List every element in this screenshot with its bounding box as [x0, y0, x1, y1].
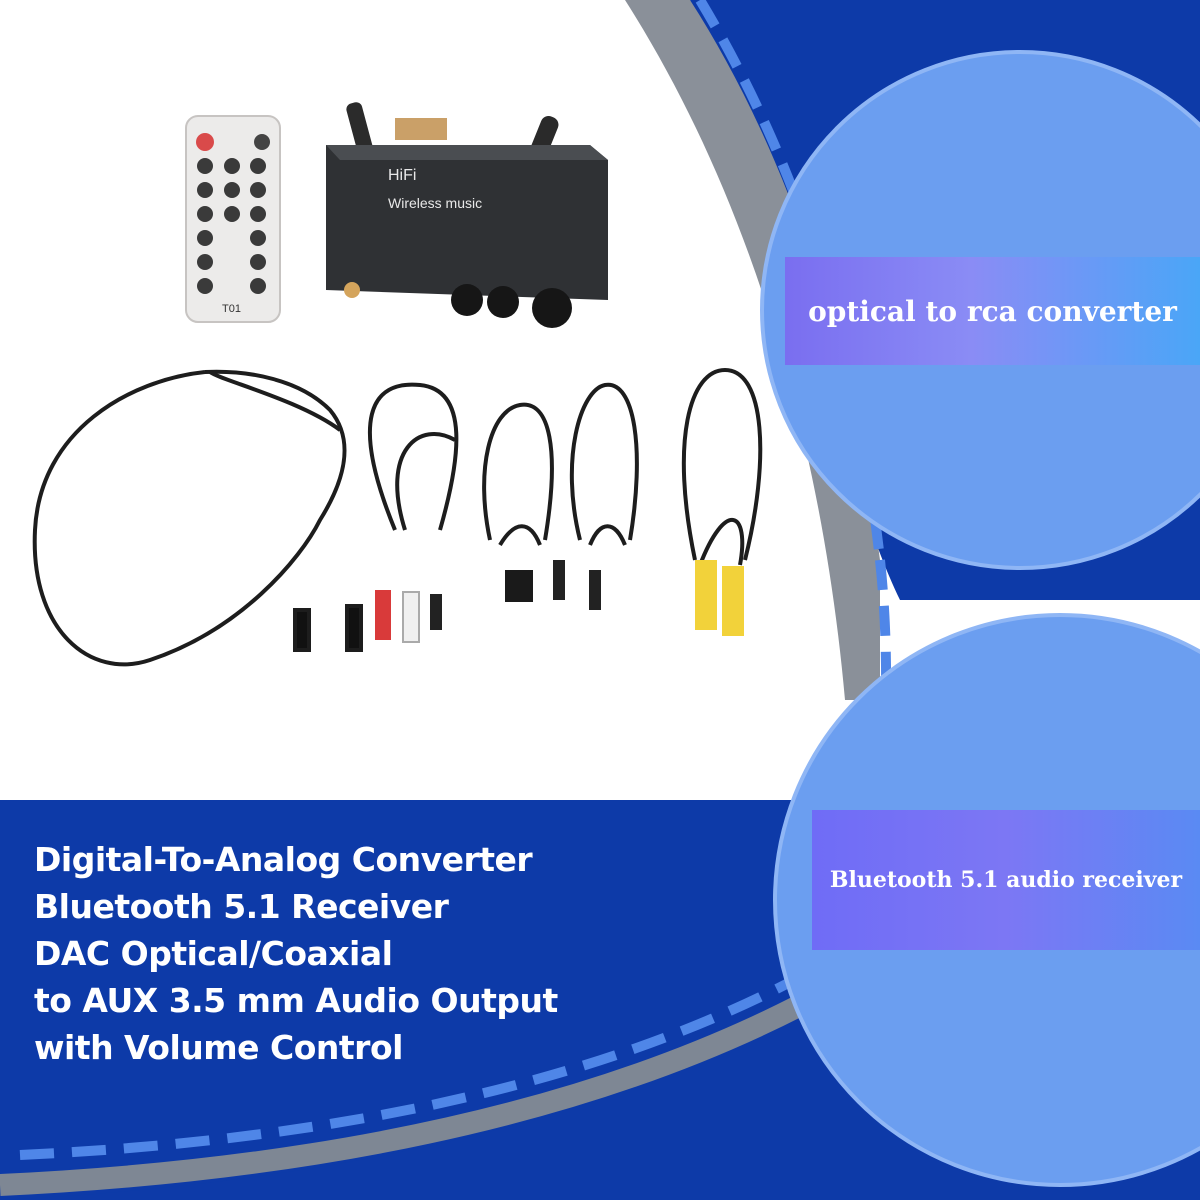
remote-control: T01 — [185, 115, 281, 323]
rca-aux-cable — [367, 382, 459, 643]
headline-line-3: DAC Optical/Coaxial — [34, 934, 393, 973]
callout-top-text: optical to rca converter — [808, 294, 1177, 328]
rca-video-cable — [681, 367, 763, 636]
product-headline: Digital-To-Analog Converter Bluetooth 5.… — [34, 836, 634, 1071]
headline-line-1: Digital-To-Analog Converter — [34, 840, 533, 879]
dac-device: HiFi Wireless music — [326, 102, 608, 328]
optical-cable — [32, 369, 363, 667]
callout-bluetooth-receiver: Bluetooth 5.1 audio receiver — [812, 810, 1200, 950]
dashed-arc-bottom — [19, 925, 883, 1160]
headline-line-5: with Volume Control — [34, 1028, 403, 1067]
gray-arc-bottom — [0, 950, 886, 1196]
usb-cable — [482, 402, 554, 602]
device-brand: HiFi — [388, 167, 416, 184]
callout-bottom-text: Bluetooth 5.1 audio receiver — [829, 867, 1183, 893]
remote-model-label: T01 — [222, 303, 241, 315]
white-curve-bottom — [0, 980, 860, 1200]
headline-line-4: to AUX 3.5 mm Audio Output — [34, 981, 558, 1020]
callout-optical-to-rca: optical to rca converter — [785, 257, 1200, 365]
headline-line-2: Bluetooth 5.1 Receiver — [34, 887, 449, 926]
device-subtitle: Wireless music — [388, 195, 482, 211]
aux-cable — [553, 382, 639, 610]
dashed-arc-top — [695, 0, 885, 561]
